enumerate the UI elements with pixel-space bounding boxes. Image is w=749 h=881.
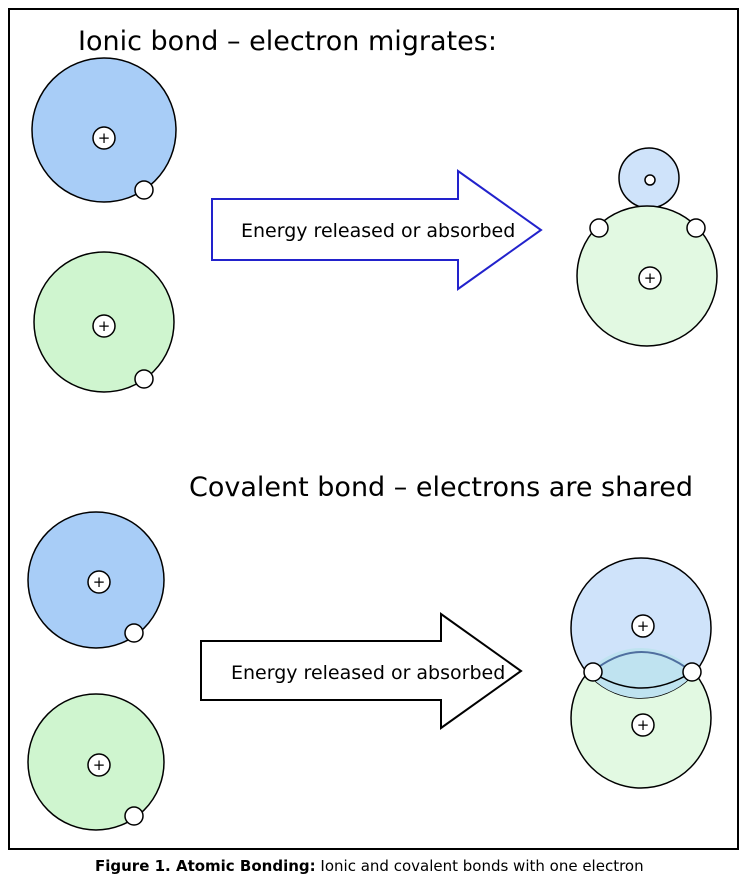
ionic-title: Ionic bond – electron migrates:: [78, 26, 497, 57]
covalent-green-atom: +: [27, 693, 165, 831]
ionic-product: +: [576, 147, 718, 347]
electron: [124, 623, 144, 643]
covalent-arrow: Energy released or absorbed: [200, 612, 523, 730]
cation-nucleus: [644, 174, 656, 186]
nucleus: [638, 266, 662, 290]
covalent-blue-atom: +: [27, 511, 165, 649]
shared-electron: [583, 662, 603, 682]
nucleus-plus: +: [637, 716, 650, 734]
ionic-arrow: Energy released or absorbed: [211, 169, 543, 291]
electron: [589, 218, 609, 238]
covalent-arrow-label: Energy released or absorbed: [231, 662, 505, 684]
nucleus-plus: +: [637, 617, 650, 635]
shared-boundary: [591, 651, 693, 673]
nucleus: [92, 126, 116, 150]
shared-electron: [682, 662, 702, 682]
covalent-product: + +: [570, 557, 712, 789]
nucleus: [631, 614, 655, 638]
caption-label: Figure 1. Atomic Bonding:: [95, 857, 316, 875]
ionic-green-atom: +: [33, 251, 175, 393]
ionic-blue-atom: +: [31, 57, 177, 203]
nucleus-plus: +: [98, 129, 111, 147]
nucleus-plus: +: [644, 269, 657, 287]
figure-caption: Figure 1. Atomic Bonding: Ionic and cova…: [95, 857, 745, 875]
electron: [134, 180, 154, 200]
caption-text: Ionic and covalent bonds with one electr…: [320, 857, 644, 875]
nucleus: [92, 314, 116, 338]
nucleus: [631, 713, 655, 737]
nucleus: [87, 570, 111, 594]
nucleus-plus: +: [98, 317, 111, 335]
covalent-title: Covalent bond – electrons are shared: [189, 472, 693, 503]
nucleus-plus: +: [93, 756, 106, 774]
ionic-arrow-label: Energy released or absorbed: [241, 220, 515, 242]
electron: [134, 369, 154, 389]
shared-lower-boundary: [591, 671, 693, 689]
electron: [686, 218, 706, 238]
nucleus: [87, 753, 111, 777]
shared-region: [571, 648, 711, 698]
nucleus-plus: +: [93, 573, 106, 591]
electron: [124, 806, 144, 826]
